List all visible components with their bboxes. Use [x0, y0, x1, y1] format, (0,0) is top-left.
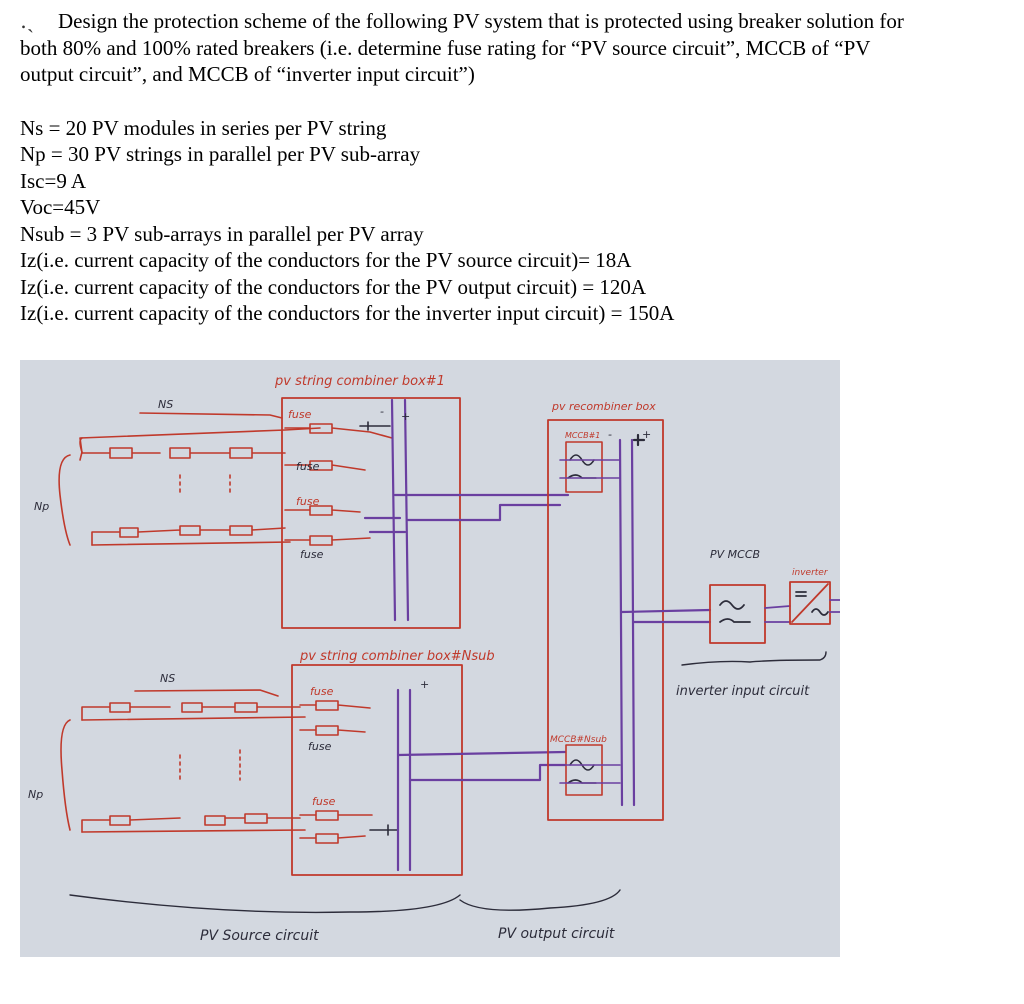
label-fuse-2: fuse	[296, 460, 320, 473]
label-pv-mccb: PV MCCB	[710, 548, 760, 561]
source-circuit-brace	[69, 894, 461, 914]
inverter-box	[789, 581, 840, 625]
string-n-modules	[91, 525, 286, 546]
string-b1-modules	[81, 702, 301, 721]
pv-mccb	[709, 584, 791, 644]
label-np-bottom: Np	[28, 788, 43, 801]
output-circuit-brace	[459, 889, 621, 911]
combiner-n-busbars	[396, 688, 567, 872]
label-plus-3: +	[642, 428, 651, 441]
combiner-box-nsub	[291, 664, 463, 876]
label-fuse-1: fuse	[288, 408, 312, 421]
param-iz-source: Iz(i.e. current capacity of the conducto…	[20, 248, 632, 272]
label-fuse-7: fuse	[312, 795, 336, 808]
label-combiner-1: pv string combiner box#1	[274, 374, 445, 389]
label-mccb-nsub: MCCB#Nsub	[550, 735, 607, 745]
label-plus-2: +	[420, 678, 429, 691]
inverter-input-brace	[681, 651, 827, 666]
label-fuse-5: fuse	[310, 685, 334, 698]
param-ns: Ns = 20 PV modules in series per PV stri…	[20, 115, 387, 140]
label-ns-top: NS	[158, 398, 173, 411]
param-iz-inverter: Iz(i.e. current capacity of the conducto…	[20, 301, 675, 325]
question-line-3: output circuit”, and MCCB of “inverter i…	[20, 62, 475, 86]
mccb-nsub	[559, 744, 621, 796]
np-bottom-brace	[60, 719, 71, 831]
label-inverter: inverter	[792, 568, 829, 578]
label-inverter-input-circuit: inverter input circuit	[676, 684, 810, 699]
label-output-circuit: PV output circuit	[498, 926, 615, 942]
bottom-strings	[60, 689, 306, 833]
string-1-modules	[81, 447, 286, 459]
label-combiner-nsub: pv string combiner box#Nsub	[299, 649, 495, 664]
label-minus-1: -	[380, 405, 384, 418]
np-top-brace	[58, 454, 71, 546]
param-np: Np = 30 PV strings in parallel per PV su…	[20, 142, 421, 166]
label-minus-2: -	[608, 428, 612, 441]
string-bn-modules	[81, 813, 301, 833]
label-source-circuit: PV Source circuit	[200, 928, 319, 944]
bullet-marker: ․ˏ	[20, 9, 35, 33]
recombiner-busbars	[618, 433, 712, 807]
label-fuse-4: fuse	[300, 548, 324, 561]
paper-background	[20, 360, 840, 957]
label-mccb-1: MCCB#1	[565, 431, 600, 440]
mccb-1	[559, 441, 621, 493]
recombiner-box	[547, 419, 664, 821]
top-strings	[58, 412, 321, 546]
param-isc: Isc=9 A	[20, 168, 87, 193]
combiner-1-fuses	[284, 421, 393, 546]
label-fuse-6: fuse	[308, 740, 332, 753]
label-fuse-3: fuse	[296, 495, 320, 508]
parameter-list: Ns = 20 PV modules in series per PV stri…	[20, 115, 1010, 327]
label-np-top: Np	[34, 500, 49, 513]
label-plus-1: +	[401, 410, 410, 423]
pv-system-sketch: pv string combiner box#1 pv string combi…	[20, 360, 840, 957]
param-nsub: Nsub = 3 PV sub-arrays in parallel per P…	[20, 221, 424, 246]
question-line-2: both 80% and 100% rated breakers (i.e. d…	[20, 35, 871, 60]
label-ns-bottom: NS	[160, 672, 175, 685]
ns-top-brace	[139, 412, 283, 419]
param-iz-output: Iz(i.e. current capacity of the conducto…	[20, 274, 647, 299]
combiner-box-1	[281, 397, 461, 629]
ns-bottom-brace	[134, 689, 279, 697]
param-voc: Voc=45V	[20, 195, 101, 219]
combiner-1-busbars	[363, 398, 570, 622]
combiner-n-fuses	[299, 700, 399, 844]
label-recombiner: pv recombiner box	[551, 400, 656, 413]
